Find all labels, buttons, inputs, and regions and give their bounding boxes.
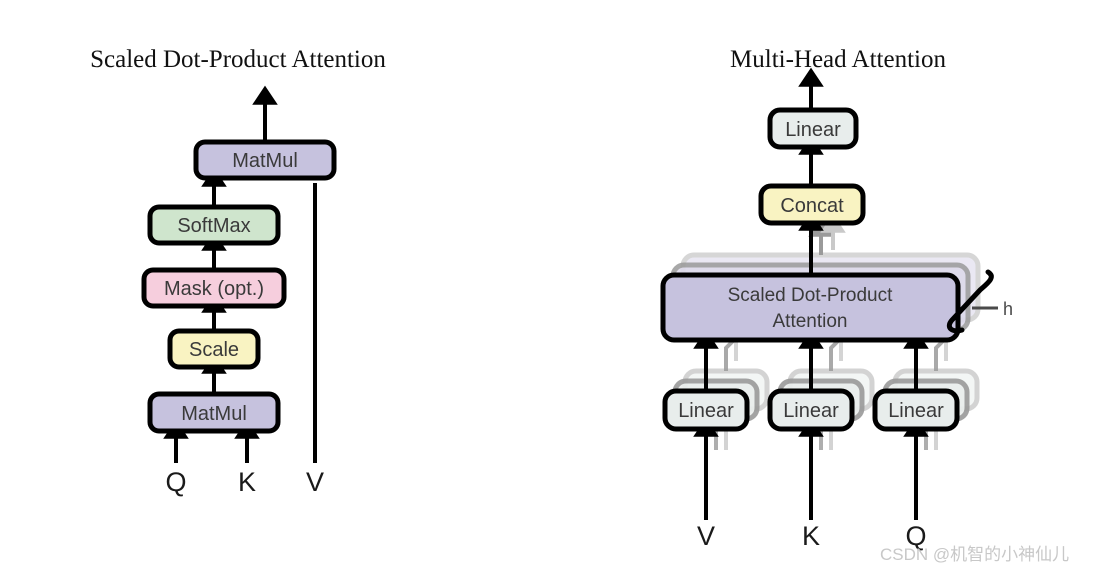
box-scale[interactable]: Scale xyxy=(167,328,261,370)
csdn-watermark: CSDN @机智的小神仙儿 xyxy=(880,545,1069,564)
left-diagram: MatMul SoftMax Mask (opt.) Scale MatMul … xyxy=(141,85,337,497)
right-diagram: Scaled Dot-Product Attention h Concat Li… xyxy=(660,67,1013,551)
box-softmax-label: SoftMax xyxy=(177,215,250,237)
input-label-k: K xyxy=(238,467,256,497)
box-linear-k[interactable]: Linear xyxy=(767,388,855,432)
box-concat-label: Concat xyxy=(780,195,844,217)
head-count-marker xyxy=(946,269,994,334)
attention-block-label-line2: Attention xyxy=(773,311,848,332)
box-linear-q-label: Linear xyxy=(888,400,944,422)
box-scaled-dot-product-attention[interactable]: Scaled Dot-Product Attention xyxy=(660,272,961,343)
input-label-v: V xyxy=(697,521,715,551)
box-matmul-top[interactable]: MatMul xyxy=(193,139,337,181)
box-linear-k-label: Linear xyxy=(783,400,839,422)
box-linear-v[interactable]: Linear xyxy=(662,388,750,432)
input-label-v: V xyxy=(306,467,324,497)
box-linear-q[interactable]: Linear xyxy=(872,388,960,432)
head-count-label: h xyxy=(1003,299,1013,319)
input-label-q: Q xyxy=(905,521,926,551)
box-linear-v-label: Linear xyxy=(678,400,734,422)
box-matmul-bottom[interactable]: MatMul xyxy=(147,391,281,434)
left-panel-title: Scaled Dot-Product Attention xyxy=(90,46,386,73)
box-mask[interactable]: Mask (opt.) xyxy=(141,267,287,309)
box-concat[interactable]: Concat xyxy=(758,183,866,226)
box-matmul-bottom-label: MatMul xyxy=(181,403,247,425)
box-softmax[interactable]: SoftMax xyxy=(147,204,281,246)
box-mask-label: Mask (opt.) xyxy=(164,278,264,300)
right-panel-title: Multi-Head Attention xyxy=(730,46,946,73)
input-label-k: K xyxy=(802,521,820,551)
input-label-q: Q xyxy=(165,467,186,497)
box-matmul-top-label: MatMul xyxy=(232,150,298,172)
box-scale-label: Scale xyxy=(189,339,239,361)
box-linear-output[interactable]: Linear xyxy=(767,107,859,150)
box-linear-output-label: Linear xyxy=(785,119,841,141)
attention-block-label-line1: Scaled Dot-Product xyxy=(728,285,893,306)
